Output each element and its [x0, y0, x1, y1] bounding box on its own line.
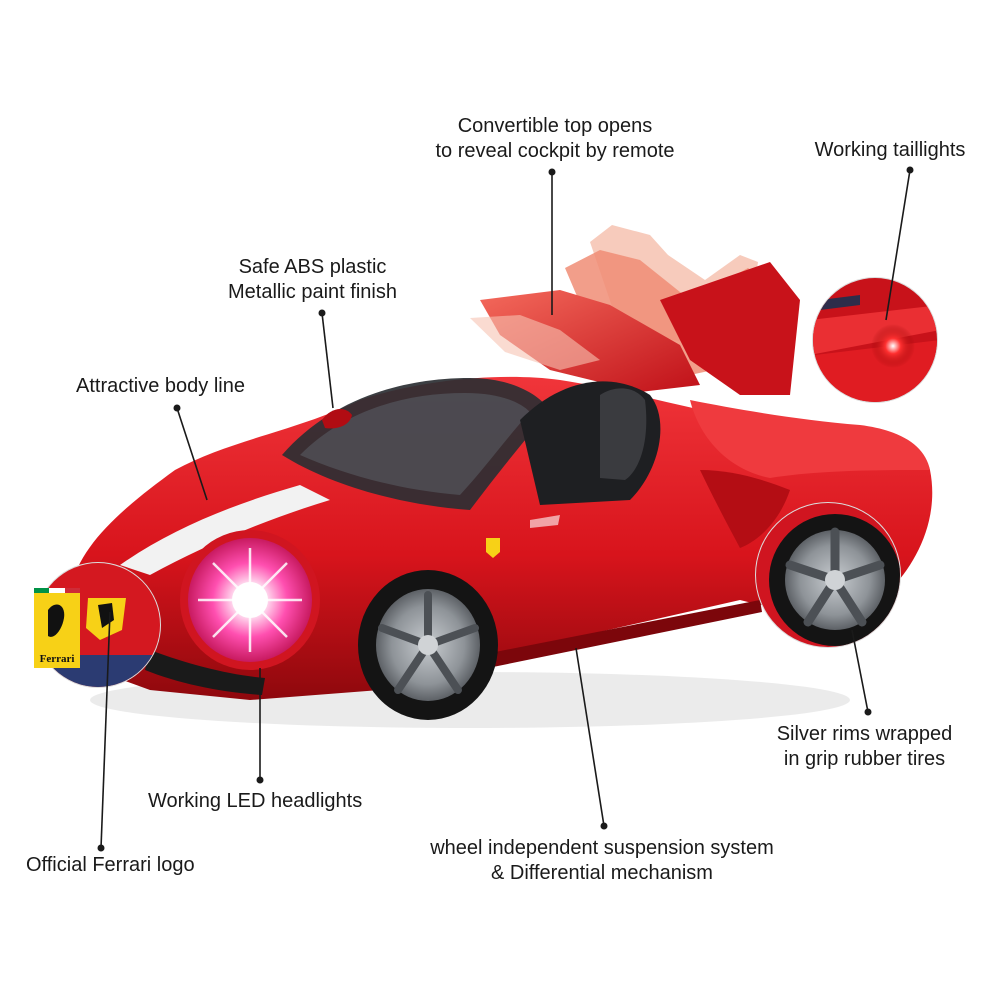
rear-wheel-closeup: [755, 502, 901, 648]
callout-leaders: [97, 166, 914, 852]
leader-taillights: [885, 166, 914, 321]
callout-ferrari-logo: Official Ferrari logo: [26, 853, 195, 878]
convertible-roof-panels: [470, 225, 800, 395]
callout-suspension-line2: & Differential mechanism: [491, 862, 713, 884]
callout-body-line-line1: Attractive body line: [76, 375, 245, 397]
callout-convertible-top-line2: to reveal cockpit by remote: [435, 140, 675, 162]
callout-led-headlights: Working LED headlights: [148, 789, 362, 814]
leader-abs-plastic: [318, 309, 334, 409]
front-wheel: [358, 570, 498, 720]
callout-abs-plastic: Safe ABS plastic Metallic paint finish: [205, 255, 420, 305]
callout-taillights: Working taillights: [790, 138, 990, 163]
callout-silver-rims-line2: in grip rubber tires: [783, 748, 946, 770]
callout-ferrari-logo-line1: Official Ferrari logo: [26, 854, 195, 876]
taillight-closeup: [812, 277, 938, 403]
ferrari-badge: Ferrari: [34, 588, 80, 668]
leader-body-line: [173, 404, 208, 501]
leader-convertible-top: [548, 168, 556, 315]
callout-body-line: Attractive body line: [76, 374, 245, 399]
leader-silver-rims: [851, 629, 872, 716]
headlight-closeup: [180, 530, 320, 670]
callout-convertible-top-line1: Convertible top opens: [457, 115, 653, 137]
callout-suspension: wheel independent suspension system & Di…: [398, 836, 806, 886]
callout-convertible-top: Convertible top opens to reveal cockpit …: [395, 114, 715, 164]
callout-led-headlights-line1: Working LED headlights: [148, 790, 363, 812]
leader-led-headlights: [256, 668, 264, 784]
callout-silver-rims-line1: Silver rims wrapped: [776, 723, 953, 745]
leader-suspension: [575, 647, 608, 830]
callout-abs-plastic-line1: Safe ABS plastic: [238, 256, 387, 278]
leader-ferrari-logo: [97, 611, 111, 852]
callout-abs-plastic-line2: Metallic paint finish: [228, 281, 397, 303]
ferrari-badge-text: Ferrari: [40, 653, 75, 665]
callout-taillights-line1: Working taillights: [814, 139, 966, 161]
callout-suspension-line1: wheel independent suspension system: [430, 837, 774, 859]
callout-silver-rims: Silver rims wrapped in grip rubber tires: [752, 722, 977, 772]
